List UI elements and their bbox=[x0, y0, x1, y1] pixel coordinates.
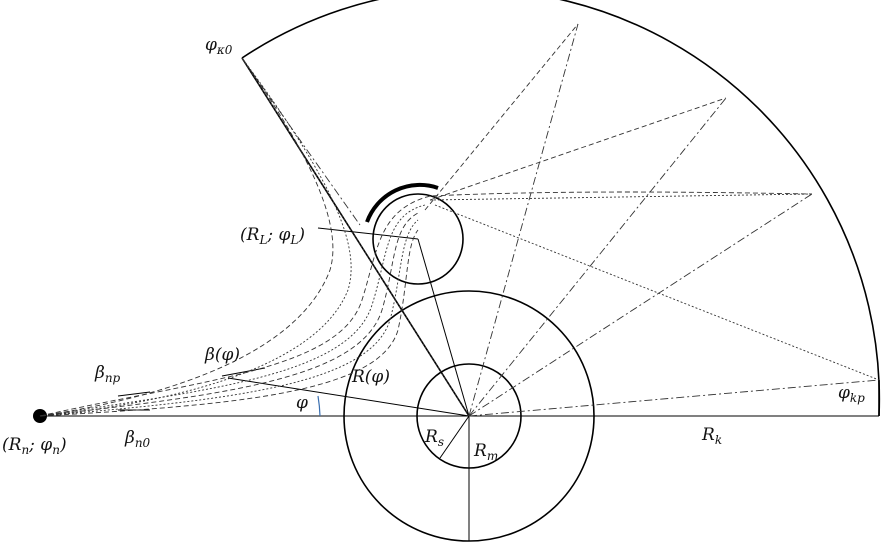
label-rk: Rk bbox=[701, 425, 722, 447]
small-circle-l bbox=[372, 193, 464, 285]
label-rn-phin: (Rn; φn) bbox=[2, 435, 67, 457]
line-center-to-l bbox=[417, 238, 470, 417]
outer-arc-rk bbox=[241, 0, 881, 417]
label-beta-np: βnp bbox=[94, 363, 121, 385]
label-phi: φ bbox=[296, 393, 308, 413]
beta-np-mark bbox=[117, 391, 151, 397]
leader-rl bbox=[317, 227, 419, 240]
label-phi-k0: φκ0 bbox=[205, 35, 233, 57]
reflected-rays bbox=[241, 23, 880, 381]
trajectory-fan bbox=[39, 57, 813, 417]
label-rm: Rm bbox=[473, 441, 498, 463]
thick-arc-l bbox=[365, 182, 439, 223]
beta-phi-tangent bbox=[221, 367, 266, 377]
r-phi-line bbox=[227, 377, 470, 417]
label-beta-phi: β(φ) bbox=[204, 345, 240, 365]
center-rays bbox=[241, 23, 880, 417]
radius-rs-line bbox=[439, 415, 470, 459]
label-r-phi: R(φ) bbox=[351, 367, 390, 387]
label-beta-n0: βn0 bbox=[124, 428, 151, 450]
phi-angle-arc bbox=[317, 395, 321, 417]
label-phi-kp: φkp bbox=[838, 383, 865, 405]
label-rs: Rs bbox=[424, 427, 444, 449]
label-rl-phil: (RL; φL) bbox=[240, 225, 305, 247]
